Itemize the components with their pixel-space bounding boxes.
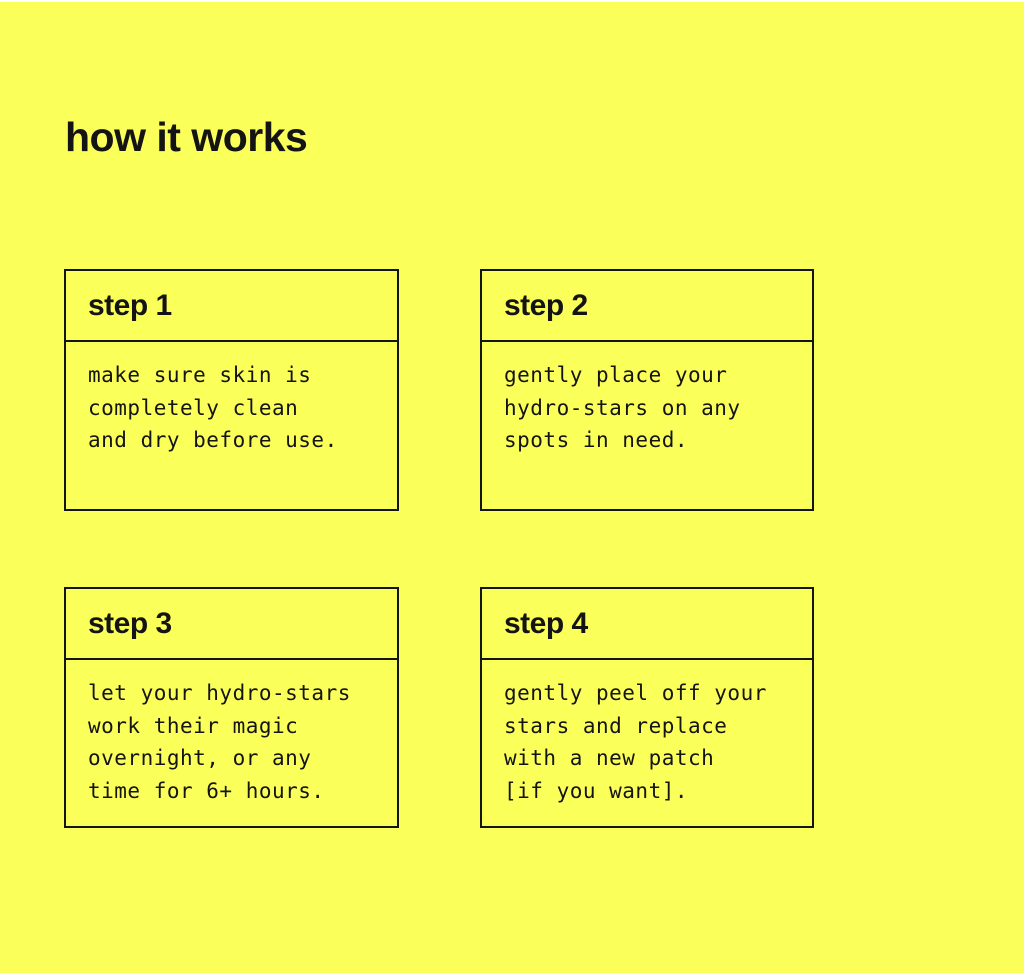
page-title: how it works	[65, 114, 308, 161]
step-1-title: step 1	[88, 288, 172, 322]
step-3-card-header: step 3	[66, 589, 397, 660]
step-2-card-header: step 2	[482, 271, 812, 342]
step-1-description: make sure skin is completely clean and d…	[88, 363, 338, 452]
step-4-card: step 4 gently peel off your stars and re…	[480, 587, 814, 828]
step-2-description: gently place your hydro-stars on any spo…	[504, 363, 741, 452]
step-2-title: step 2	[504, 288, 588, 322]
step-2-card: step 2 gently place your hydro-stars on …	[480, 269, 814, 511]
step-3-description: let your hydro-stars work their magic ov…	[88, 681, 351, 803]
step-3-title: step 3	[88, 606, 172, 640]
step-4-title: step 4	[504, 606, 588, 640]
step-4-description: gently peel off your stars and replace w…	[504, 681, 767, 803]
step-1-card: step 1 make sure skin is completely clea…	[64, 269, 399, 511]
step-3-card: step 3 let your hydro-stars work their m…	[64, 587, 399, 828]
step-4-card-header: step 4	[482, 589, 812, 660]
step-1-card-header: step 1	[66, 271, 397, 342]
